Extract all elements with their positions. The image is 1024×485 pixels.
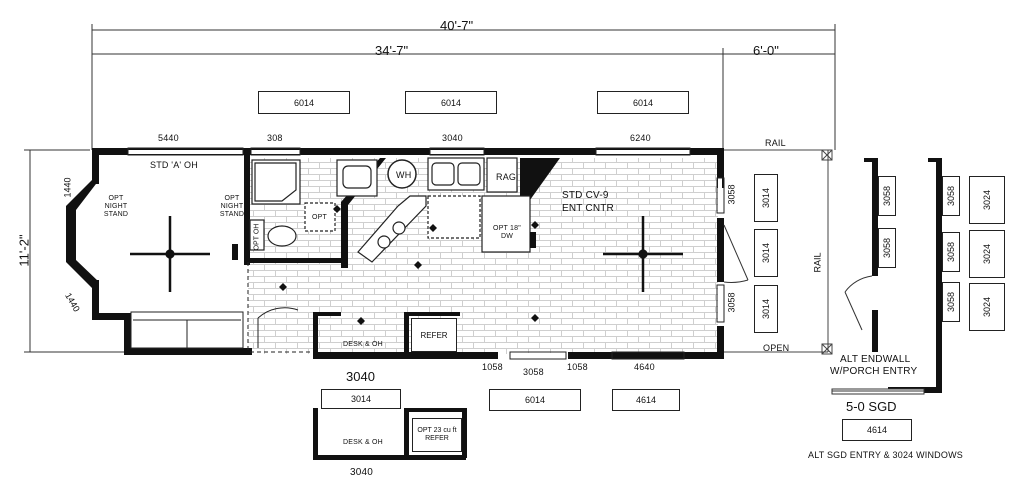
window-alt-label: 6014 (293, 97, 315, 108)
alt-window-label: 3058 (946, 241, 956, 263)
window-alt-box: 4614 (612, 389, 680, 411)
sgd-window-label: 4614 (866, 425, 888, 435)
opt-bath-label: OPT (312, 214, 327, 221)
alt-window-box: 3024 (969, 230, 1005, 278)
bath-fixtures (249, 159, 378, 251)
window-alt-box: 6014 (258, 91, 350, 114)
porch-entry-label: W/PORCH ENTRY (830, 366, 918, 377)
alt-window-box: 3058 (942, 176, 960, 216)
alt-kitchen-layout (313, 408, 467, 460)
window-label: 3058 (726, 184, 737, 205)
light-fixtures (232, 205, 539, 325)
exterior-walls (66, 148, 724, 359)
alt-endwall-label: ALT ENDWALL (840, 354, 911, 365)
opt-oh-label: OPT OH (253, 223, 261, 251)
kitchen-fixtures (357, 157, 531, 263)
porch-door (723, 224, 749, 283)
refrigerator-label: REFER (420, 330, 448, 340)
overall-length: 40'-7" (440, 18, 474, 33)
rail-label: RAIL (765, 138, 786, 148)
porch-rail (723, 149, 833, 355)
sgd-label: 5-0 SGD (846, 399, 897, 414)
desk-label: DESK & OH (343, 341, 383, 348)
alt-window-label: 3058 (882, 185, 892, 207)
alt-desk-label: DESK & OH (343, 439, 383, 446)
water-heater-icon (387, 159, 417, 189)
dishwasher-label: OPT 18" DW (493, 225, 521, 241)
alt-window-label: 3024 (982, 243, 992, 265)
window-label: 4640 (634, 362, 655, 372)
alt-window-label: 3058 (946, 291, 956, 313)
window-alt-box: 3014 (754, 229, 778, 277)
window-alt-box: 6014 (489, 389, 581, 411)
window-label: 5440 (158, 133, 179, 143)
alt-window-box: 3058 (942, 232, 960, 272)
night-stand-label: OPT NIGHT STAND (103, 195, 129, 219)
alt-window-label: 3058 (882, 237, 892, 259)
main-length: 34'-7" (375, 43, 409, 58)
window-alt-label: 6014 (632, 97, 654, 108)
bay-window-label: 1440 (62, 177, 73, 198)
window-alt-label: 3014 (761, 187, 771, 209)
window-label: 3040 (442, 133, 463, 143)
rag-label: RAG (496, 172, 517, 182)
window-label: 3058 (726, 292, 737, 313)
alt-sgd-label: ALT SGD ENTRY & 3024 WINDOWS (808, 450, 963, 460)
window-label: 1058 (482, 362, 503, 372)
window-alt-label: 6014 (440, 97, 462, 108)
window-alt-label: 3014 (761, 298, 771, 320)
alt-sgd-layout (831, 158, 942, 395)
alt-window-label: 3040 (350, 467, 374, 478)
rail-label: RAIL (812, 252, 823, 273)
sgd-window-box: 4614 (842, 419, 912, 441)
porch-length: 6'-0" (753, 43, 779, 58)
alt-refrigerator-label: OPT 23 cu ft REFER (417, 426, 457, 442)
window-openings (128, 150, 722, 357)
alt-window-label: 3024 (982, 296, 992, 318)
window-alt-label: 6014 (524, 395, 546, 405)
ceiling-fans (130, 216, 683, 292)
window-label: 3040 (346, 369, 375, 384)
window-alt-box: 3014 (754, 174, 778, 222)
alt-window-label: 3058 (946, 185, 956, 207)
window-label: 1058 (567, 362, 588, 372)
window-label: 308 (267, 133, 283, 143)
window-alt-label: 3014 (761, 242, 771, 264)
ent-center-label: ENT CNTR (562, 203, 614, 214)
alt-window-box: 3058 (942, 282, 960, 322)
window-alt-box: 6014 (597, 91, 689, 114)
open-label: OPEN (763, 343, 790, 353)
window-alt-box: 6014 (405, 91, 497, 114)
window-alt-label: 3014 (350, 394, 372, 404)
night-stand-label: OPT NIGHT STAND (219, 195, 245, 219)
alt-window-box: 3058 (878, 176, 896, 216)
window-label: 6240 (630, 133, 651, 143)
alt-refrigerator: OPT 23 cu ft REFER (412, 418, 462, 452)
alt-window-box: 3024 (969, 283, 1005, 331)
overall-width: 11'-2" (16, 234, 32, 267)
cv-label: STD CV-9 (562, 190, 609, 201)
overhead-cabinet-label: STD 'A' OH (150, 160, 198, 170)
dimension-lines (24, 24, 836, 353)
water-heater-label: WH (396, 170, 412, 180)
window-label: 3058 (523, 367, 544, 377)
alt-window-box: 3024 (969, 176, 1005, 224)
window-alt-box: 3014 (754, 285, 778, 333)
alt-window-label: 3024 (982, 189, 992, 211)
window-frames (127, 147, 725, 360)
refrigerator: REFER (411, 318, 457, 352)
window-alt-box: 3014 (321, 389, 401, 409)
window-alt-label: 4614 (635, 395, 657, 405)
alt-window-box: 3058 (878, 228, 896, 268)
bottom-details (130, 262, 313, 353)
alt-endwall-layout (844, 158, 878, 352)
